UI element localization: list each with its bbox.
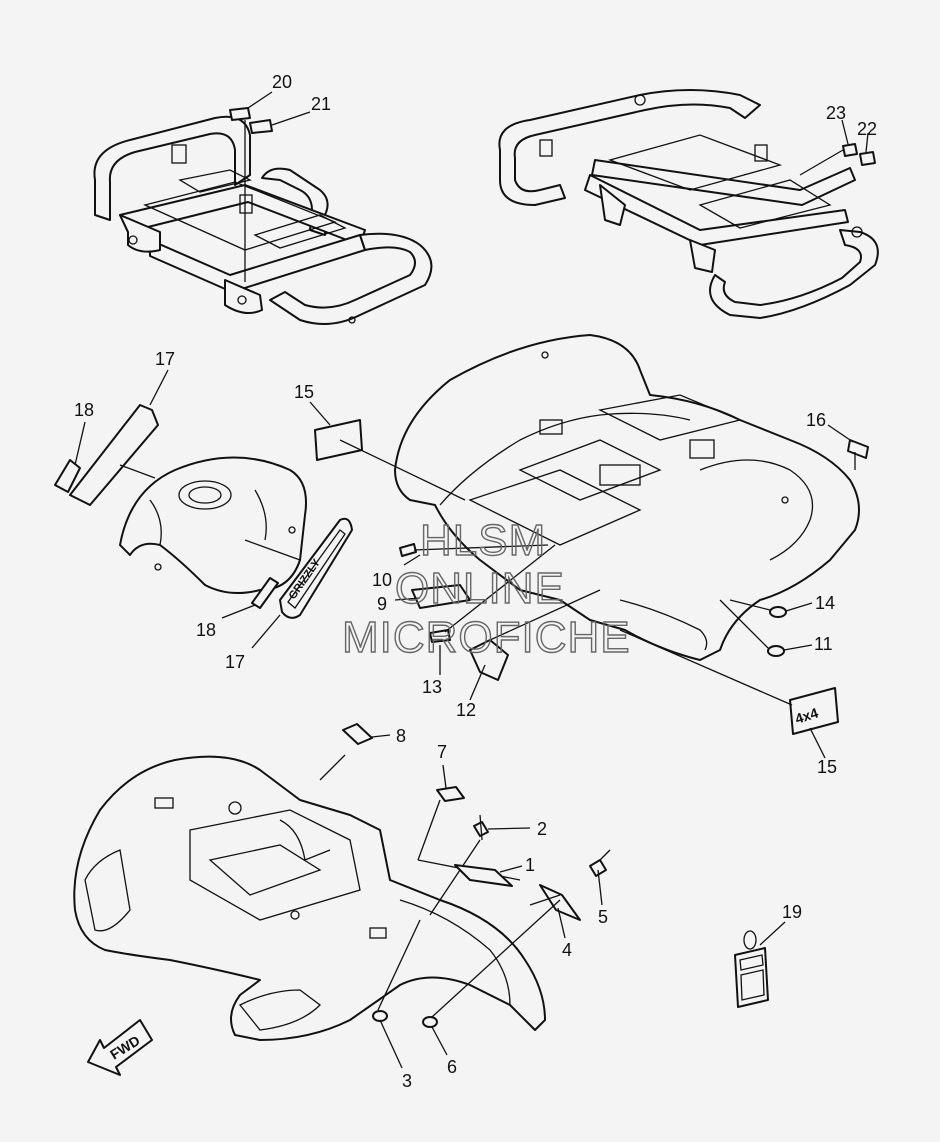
decal-18-lower [221, 577, 279, 619]
callout-19: 19 [782, 902, 802, 922]
decal-15-upper [309, 401, 466, 501]
callout-21: 21 [311, 94, 331, 114]
washer-3 [372, 919, 421, 1069]
front-carrier [93, 115, 433, 325]
callout-12: 12 [456, 700, 476, 720]
callout-15-upper: 15 [294, 382, 314, 402]
callout-17-lower: 17 [225, 652, 245, 672]
callout-14: 14 [815, 593, 835, 613]
washers-11-14 [719, 599, 813, 657]
decal-22-23 [799, 119, 876, 176]
callout-6: 6 [447, 1057, 457, 1077]
callout-3: 3 [402, 1071, 412, 1091]
washer-6 [422, 899, 561, 1056]
decal-16 [827, 424, 869, 470]
decal-18-upper [54, 421, 86, 493]
callout-2: 2 [537, 819, 547, 839]
decal-7 [417, 764, 521, 881]
callout-9: 9 [377, 594, 387, 614]
callout-18-upper: 18 [74, 400, 94, 420]
callout-11: 11 [814, 634, 833, 654]
callout-1: 1 [525, 855, 535, 875]
tank-cover [119, 456, 307, 595]
fasteners-9-10-13 [394, 543, 556, 675]
callout-8: 8 [396, 726, 406, 746]
tag-19 [734, 921, 786, 1008]
plate-4 [529, 884, 581, 939]
rivet-5 [589, 849, 611, 906]
watermark: HLSM ONLINE MICROFICHE [341, 515, 631, 662]
front-fender [73, 754, 546, 1041]
callout-17-upper: 17 [155, 349, 175, 369]
callout-4: 4 [562, 940, 572, 960]
decal-20-21 [229, 91, 311, 282]
callout-23: 23 [826, 103, 846, 123]
callout-13: 13 [422, 677, 442, 697]
rivet-2 [429, 814, 531, 916]
callout-18-lower: 18 [196, 620, 216, 640]
decal-8 [342, 723, 391, 745]
fwd-arrow-icon: FWD [87, 1019, 153, 1076]
watermark-line-2: ONLINE [395, 564, 565, 613]
callout-20: 20 [272, 72, 292, 92]
callout-5: 5 [598, 907, 608, 927]
watermark-line-1: HLSM [420, 516, 546, 565]
callout-15-lower: 15 [817, 757, 837, 777]
plate-1 [454, 864, 523, 887]
decal-17-upper [69, 369, 169, 506]
callout-7: 7 [437, 742, 447, 762]
callout-10: 10 [372, 570, 392, 590]
rear-fender [394, 334, 860, 661]
callout-numbers: 1 2 3 4 5 6 7 8 9 10 11 12 13 14 15 15 1… [74, 72, 877, 1091]
rear-carrier [498, 89, 879, 319]
callout-16: 16 [806, 410, 826, 430]
callout-22: 22 [857, 119, 877, 139]
plate-12 [469, 589, 601, 701]
watermark-line-3: MICROFICHE [342, 613, 631, 662]
decal-15-lower: 4x4 [619, 629, 839, 759]
emblem-4x4-text: 4x4 [793, 704, 820, 727]
